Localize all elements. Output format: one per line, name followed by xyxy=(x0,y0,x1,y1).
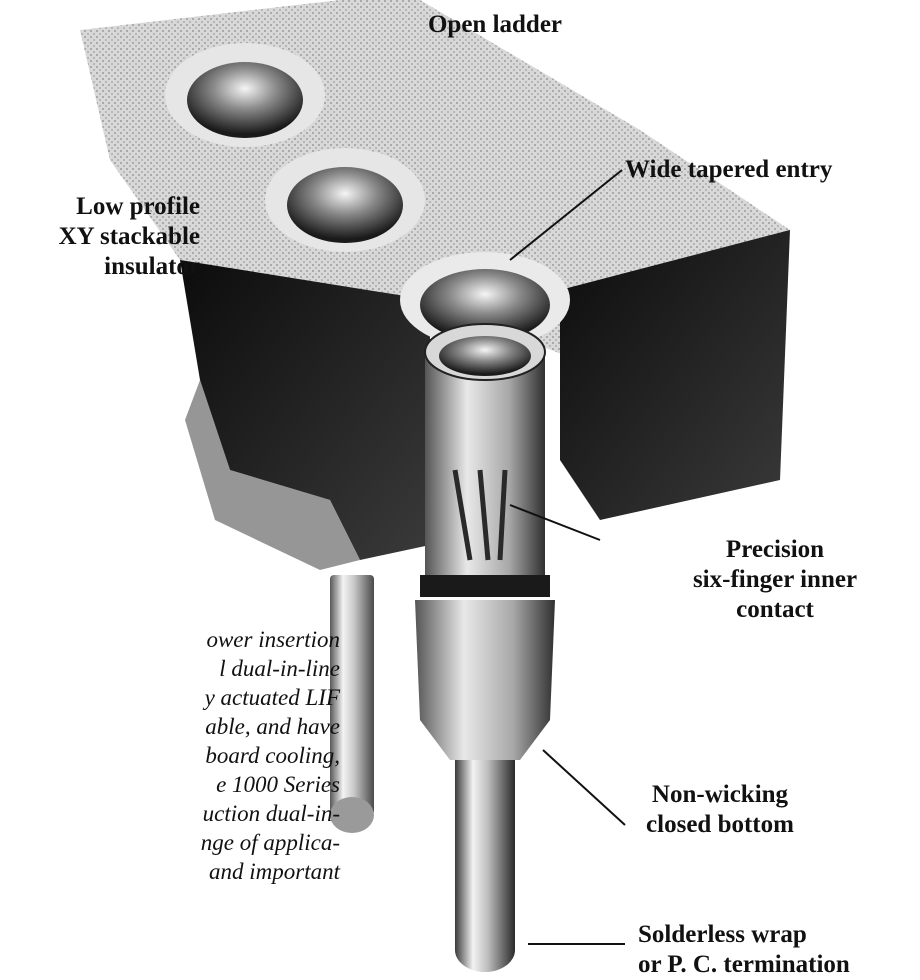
termination-pin xyxy=(455,760,515,950)
body-text-line: ower insertion xyxy=(0,625,340,654)
leader-closed-bottom xyxy=(543,750,625,825)
body-text-line: nge of applica- xyxy=(0,828,340,857)
body-text-cropped: ower insertion l dual-in-line y actuated… xyxy=(0,625,340,886)
closed-bottom-label: Non-wicking closed bottom xyxy=(620,780,820,840)
inner-contact-label: Precision six-finger inner contact xyxy=(640,535,910,625)
body-text-line: l dual-in-line xyxy=(0,654,340,683)
body-text-line: able, and have xyxy=(0,712,340,741)
body-text-line: board cooling, xyxy=(0,741,340,770)
contact-body xyxy=(415,600,555,760)
wide-tapered-entry-label: Wide tapered entry xyxy=(625,155,915,185)
body-text-line: and important xyxy=(0,857,340,886)
body-text-line: y actuated LIF xyxy=(0,683,340,712)
termination-label: Solderless wrap or P. C. termination xyxy=(638,920,920,980)
insulator-label: Low profile XY stackable insulator xyxy=(5,192,200,282)
body-text-line: e 1000 Series xyxy=(0,770,340,799)
body-text-line: uction dual-in- xyxy=(0,799,340,828)
open-ladder-label: Open ladder xyxy=(395,10,595,40)
